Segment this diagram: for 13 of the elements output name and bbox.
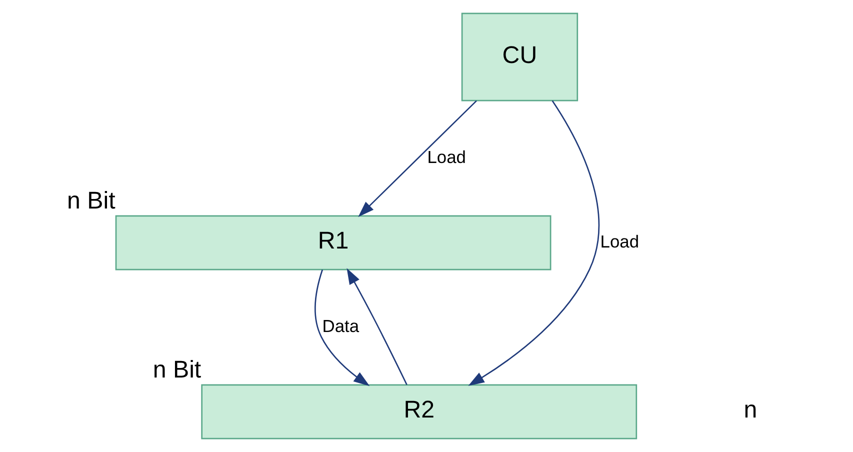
arrow (468, 100, 600, 386)
node-box: R1 (115, 215, 552, 270)
arrow (346, 268, 408, 386)
arrow (358, 100, 477, 217)
arrow (314, 270, 370, 386)
edge-label: Load (427, 146, 466, 167)
node-box: CU (461, 12, 578, 102)
label: n (744, 396, 758, 424)
node-box: R2 (201, 384, 638, 440)
edge-label: Load (600, 231, 640, 252)
edge-label: Data (322, 316, 360, 336)
node-label: n Bit (152, 356, 202, 384)
node-label: n Bit (67, 187, 116, 214)
